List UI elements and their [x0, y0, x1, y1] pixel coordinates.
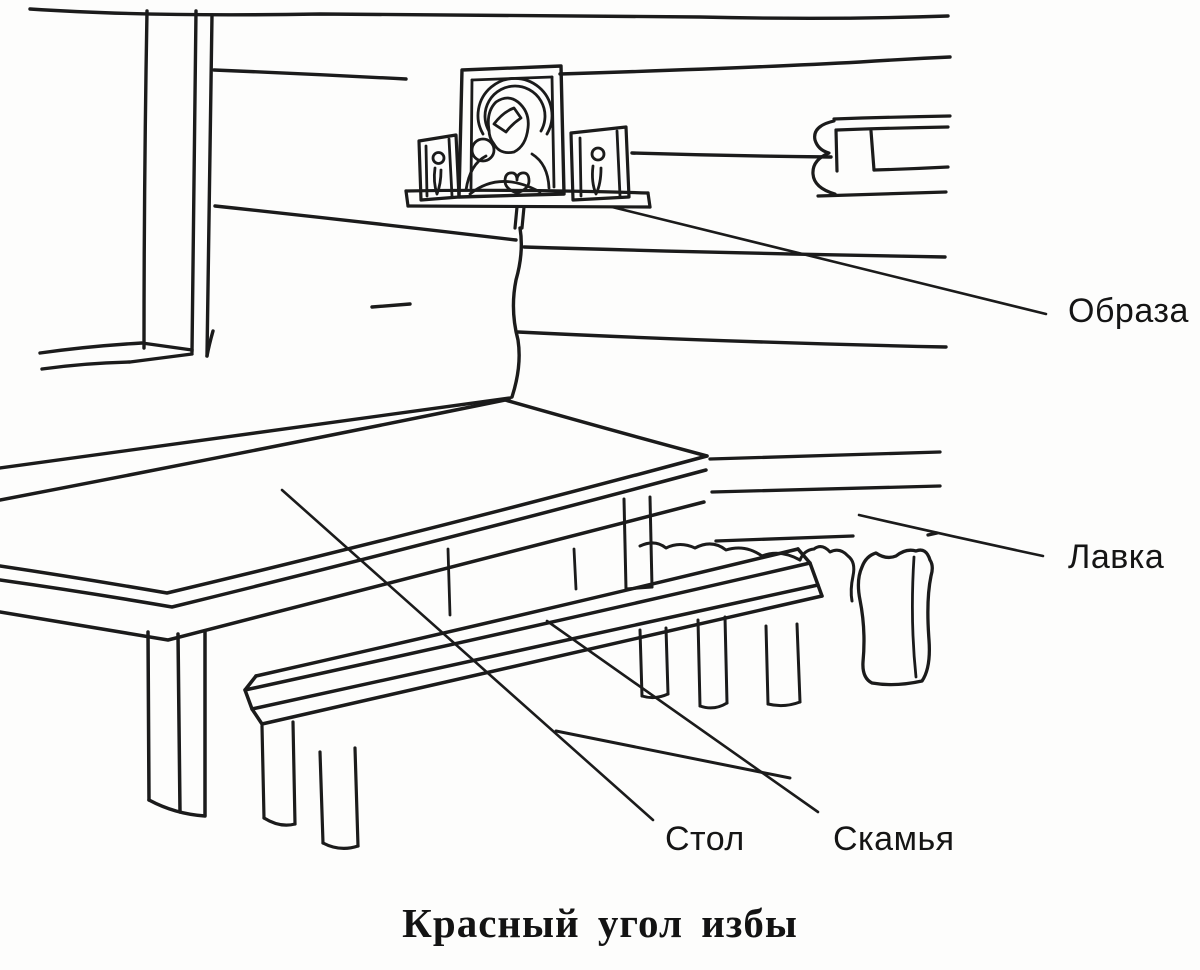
- seat-front-edge: [243, 561, 812, 692]
- wall-corner-seam: [510, 226, 524, 399]
- bench-leg-left-front: [318, 746, 360, 850]
- lavka-front-bottom: [714, 534, 855, 543]
- lavka-top-front: [710, 484, 942, 494]
- big-sack: [856, 548, 934, 687]
- veil-fold: [492, 106, 523, 134]
- table-legs-underneath: [446, 547, 578, 617]
- figure-caption: Красный угол избы: [402, 900, 798, 946]
- label-lavka: Лавка: [1068, 538, 1165, 576]
- right-wall-logs: [516, 55, 952, 349]
- bench-leg-right-front: [696, 615, 729, 710]
- wall-bench-lavka: [638, 450, 942, 708]
- floor-line: [554, 729, 792, 780]
- table-rim: [0, 468, 708, 609]
- bench-leg-left-back: [260, 720, 297, 827]
- log-walls: [0, 7, 952, 470]
- window-ledge: [811, 114, 952, 198]
- halo-outer: [476, 77, 554, 136]
- table-back-edge: [0, 398, 709, 502]
- label-obraza: Образа: [1068, 292, 1189, 330]
- seat-apron: [260, 594, 824, 726]
- door-post: [38, 9, 215, 371]
- lavka-leg: [764, 622, 802, 708]
- leader-obraza: [610, 205, 1048, 316]
- seat-board-bottom: [250, 583, 820, 711]
- table-leg-front-left: [146, 630, 207, 818]
- ceiling-line: [28, 7, 950, 20]
- madonna-head: [486, 96, 530, 155]
- heart-detail: [503, 171, 531, 195]
- log-end-profile: [811, 119, 837, 196]
- bench-leg-right-back: [638, 626, 670, 700]
- seat-back-edge: [254, 547, 800, 678]
- icon-small-left: [417, 133, 461, 202]
- big-sack-fold: [911, 555, 918, 679]
- leader-lavka: [857, 513, 1045, 558]
- christ-child-head: [470, 137, 496, 163]
- label-stol: Стол: [665, 820, 745, 858]
- left-wall-logs: [0, 68, 518, 470]
- leader-lines: [280, 205, 1048, 822]
- leader-skamya: [545, 619, 820, 814]
- halo-inner: [483, 84, 547, 133]
- icon-small-right: [569, 125, 631, 202]
- small-sack: [798, 545, 856, 603]
- label-skamya: Скамья: [833, 820, 955, 858]
- icon-central-madonna: [457, 64, 566, 199]
- cloth-on-bench: [638, 541, 802, 562]
- lavka-top-back: [708, 450, 942, 461]
- leader-stol: [280, 488, 655, 822]
- table-front-edge: [0, 454, 709, 595]
- icon-shelf-group: [404, 64, 652, 230]
- table-apron: [0, 500, 706, 642]
- table: [0, 398, 709, 818]
- bench-skamya: [243, 547, 824, 850]
